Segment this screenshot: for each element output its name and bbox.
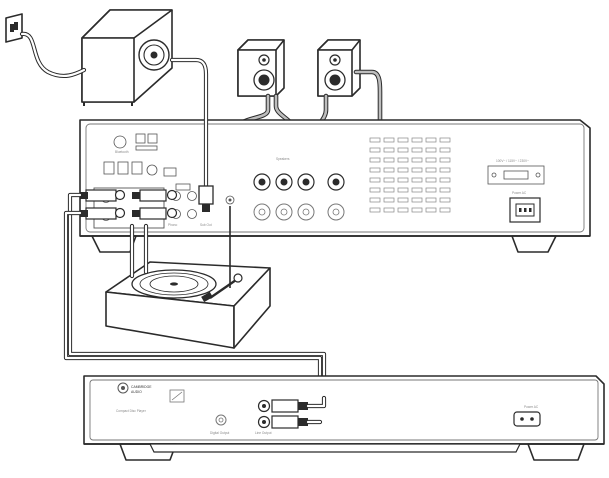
brand-line-2: AUDIO: [131, 390, 142, 394]
speakers-label: Speakers: [276, 157, 290, 161]
voltage-label: 100V~ / 115V~ / 230V~: [496, 159, 529, 163]
cd-mains-label: Power AC: [524, 405, 539, 409]
sub-out-label: Sub Out: [200, 223, 212, 227]
speaker-terminals: Speakers: [253, 157, 345, 221]
cd-player: CAMBRIDGE AUDIO Compact Disc Player Digi…: [83, 375, 605, 461]
mains-label: Power AC: [512, 191, 527, 195]
speaker-right: [317, 39, 361, 97]
phono-label: Phono: [168, 223, 177, 227]
amplifier: Bluetooth Phono Sub Out: [79, 119, 591, 253]
speaker-left: [237, 39, 285, 97]
line-input-plugs: [80, 189, 126, 220]
brand-line-1: CAMBRIDGE: [131, 385, 152, 389]
phono-plugs: [132, 189, 178, 220]
wall-socket: [5, 13, 23, 43]
cd-line-output-plugs: [271, 399, 308, 429]
subwoofer: [81, 9, 173, 106]
model-label: Compact Disc Player: [116, 409, 147, 413]
digital-output-label: Digital Output: [210, 431, 229, 435]
bt-label: Bluetooth: [115, 150, 129, 154]
line-output-label: Line Output: [255, 431, 272, 435]
vent-grille: [369, 137, 451, 213]
